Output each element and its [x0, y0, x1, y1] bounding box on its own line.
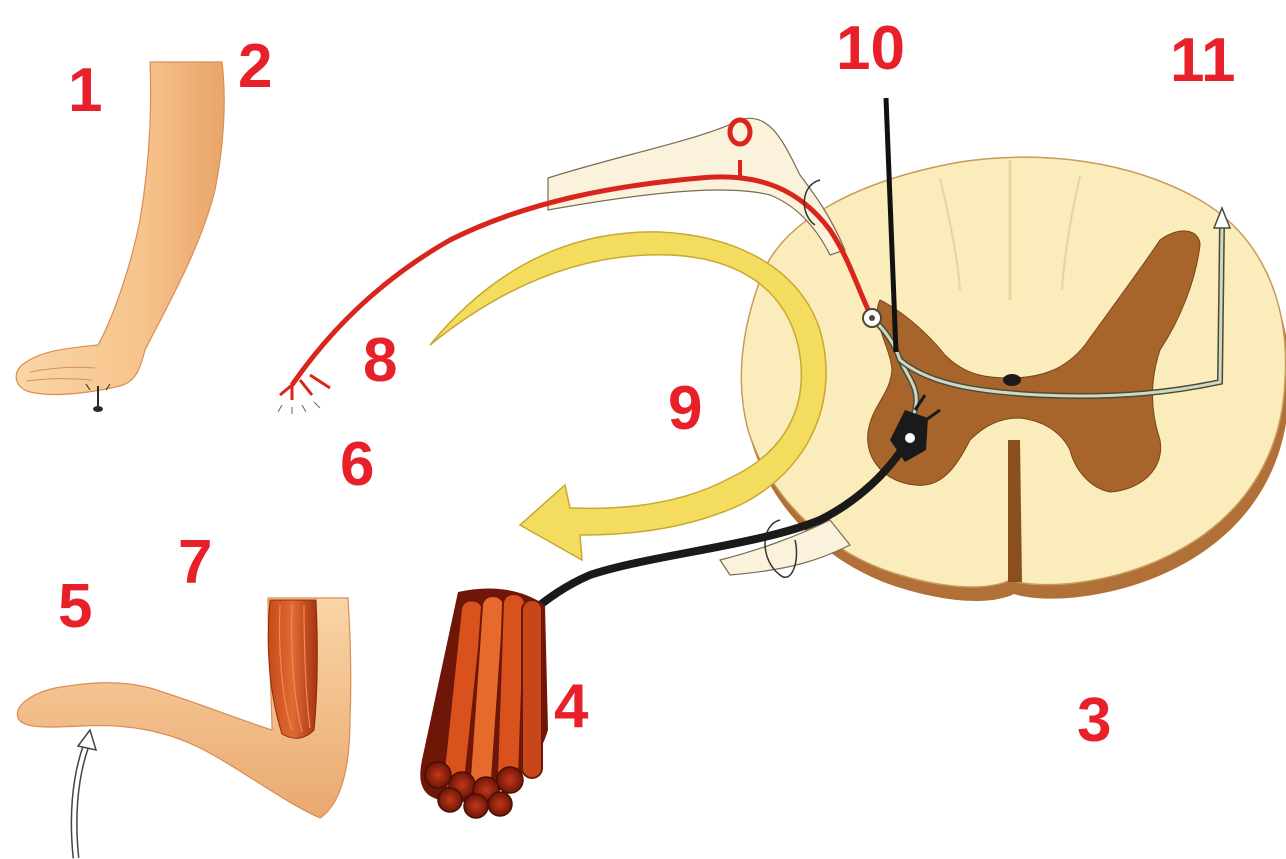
- arrow-up-icon: [74, 730, 96, 858]
- label-3: 3: [1077, 690, 1111, 752]
- raised-arm: [16, 62, 224, 394]
- label-9: 9: [668, 378, 702, 440]
- label-10: 10: [836, 18, 905, 80]
- label-7: 7: [178, 532, 212, 594]
- label-8: 8: [363, 330, 397, 392]
- label-6: 6: [340, 434, 374, 496]
- label-1: 1: [68, 60, 102, 122]
- label-2: 2: [238, 36, 272, 98]
- muscle-bundle: [420, 588, 548, 818]
- label-5: 5: [58, 576, 92, 638]
- label-4: 4: [554, 676, 588, 738]
- label-11: 11: [1170, 30, 1236, 92]
